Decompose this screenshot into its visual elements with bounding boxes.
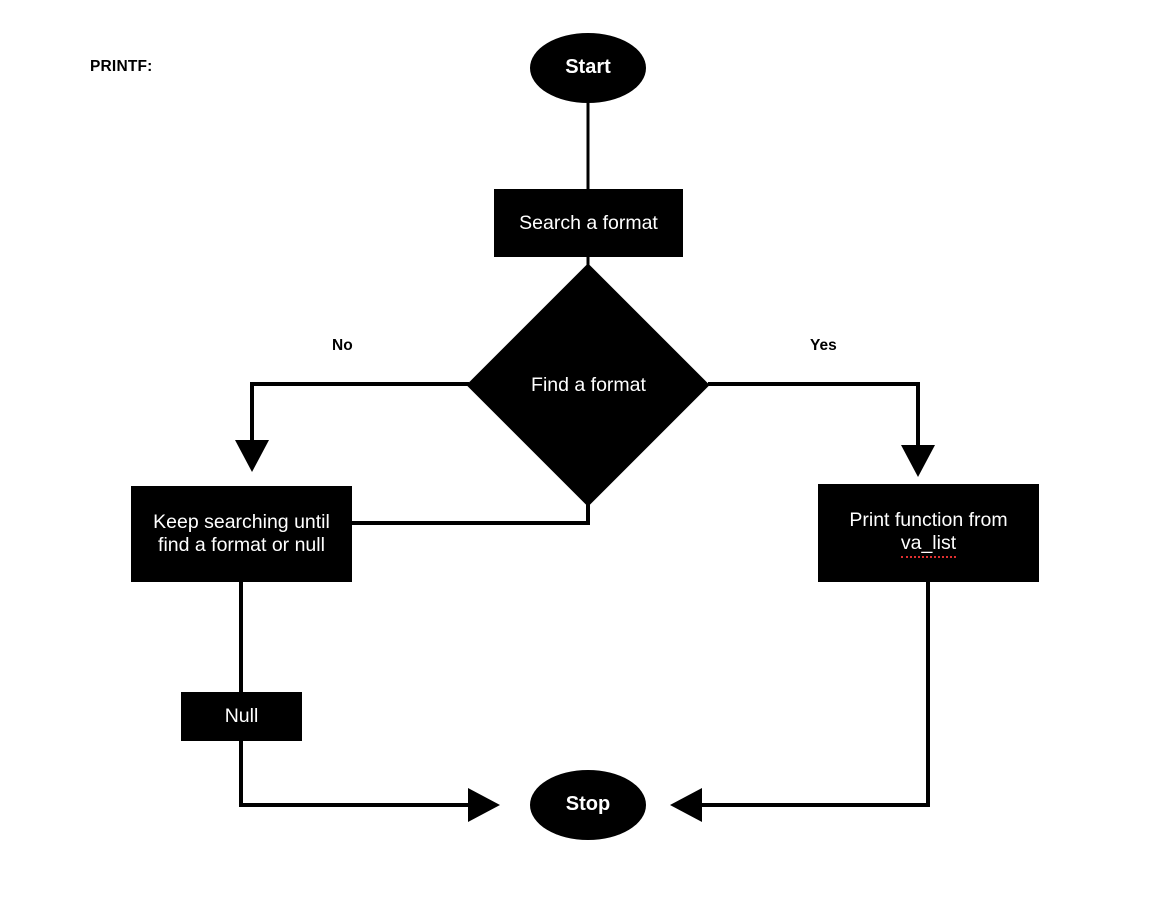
node-stop[interactable]: Stop xyxy=(530,770,646,840)
arrowhead-yes-branch xyxy=(901,445,935,477)
branch-label-no: No xyxy=(332,337,353,354)
edge-null-to-stop xyxy=(239,741,478,807)
node-search-a-format[interactable]: Search a format xyxy=(494,189,683,257)
arrowhead-no-branch xyxy=(235,440,269,472)
edge-find-to-keep-no xyxy=(250,382,469,450)
node-find-a-format[interactable]: Find a format xyxy=(467,360,710,410)
edge-find-to-print-yes xyxy=(708,382,920,455)
node-search-a-format-label: Search a format xyxy=(519,211,658,234)
node-print-function[interactable]: Print function from va_list xyxy=(818,484,1039,582)
node-keep-searching-line2: find a format or null xyxy=(158,534,325,556)
branch-label-yes: Yes xyxy=(810,337,837,354)
node-print-function-line2-spellchecked: va_list xyxy=(900,532,957,558)
node-null-label: Null xyxy=(224,705,259,727)
node-print-function-line1: Print function from xyxy=(849,508,1008,531)
arrowhead-print-to-stop xyxy=(670,788,702,822)
node-keep-searching-line1: Keep searching until xyxy=(153,511,330,533)
node-stop-label: Stop xyxy=(565,793,611,816)
diagram-title-label: PRINTF: xyxy=(90,58,153,75)
node-null[interactable]: Null xyxy=(181,692,302,741)
node-start[interactable]: Start xyxy=(530,33,646,103)
node-keep-searching[interactable]: Keep searching until find a format or nu… xyxy=(131,486,352,582)
edge-keep-to-find-loop xyxy=(352,478,590,525)
arrowhead-null-to-stop xyxy=(468,788,500,822)
node-find-a-format-label: Find a format xyxy=(531,373,646,396)
edge-print-to-stop xyxy=(692,582,930,807)
node-start-label: Start xyxy=(565,56,611,79)
